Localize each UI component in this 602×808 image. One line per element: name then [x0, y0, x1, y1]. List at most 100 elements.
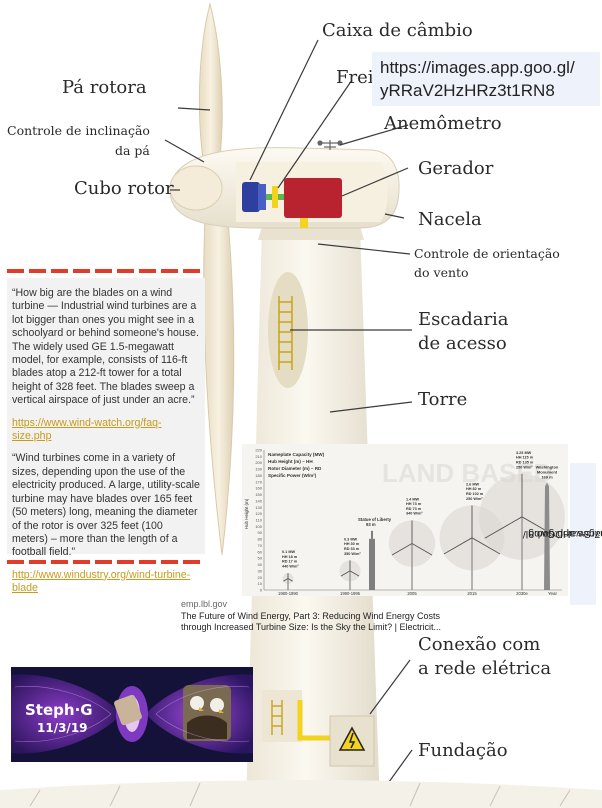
chart-y-tick-label-10: 100: [255, 524, 262, 529]
dashed-divider-top: [7, 269, 205, 273]
chart-turbine-label-4-3: 250 W/m²: [516, 465, 533, 469]
chart-turbine-label-0-1: HH 18 m: [282, 555, 298, 559]
chart-turbine-label-0-0: 0.1 MW: [282, 550, 295, 554]
chart-x-tick-label-1: 1990-1995: [340, 591, 361, 596]
quote-panel: “How big are the blades on a wind turbin…: [7, 278, 205, 594]
chart-y-tick-label-18: 180: [255, 473, 262, 478]
chart-turbine-label-2-3: 340 W/m²: [406, 512, 423, 516]
chart-monument-name-1: Washington: [536, 464, 559, 469]
label-access-stairs-1: Escadaria: [418, 309, 509, 330]
chart-turbine-label-3-1: HH 82 m: [466, 487, 482, 491]
leader-lines: [164, 39, 413, 801]
chart-turbine-label-3-2: RD 102 m: [466, 492, 484, 496]
chart-blade-0-2: [287, 578, 293, 582]
chart-legend-line-0: Nameplate Capacity (MW): [268, 452, 325, 457]
chart-turbine-label-0-2: RD 17 m: [282, 560, 298, 564]
access-ladder: [268, 272, 308, 388]
chart-turbine-label-1-3: 350 W/m²: [344, 552, 361, 556]
label-grid-connection-1: Conexão com: [418, 634, 541, 655]
chart-source[interactable]: emp.lbl.gov: [181, 599, 228, 609]
foundation: [0, 780, 602, 808]
chart-legend-line-2: Rotor Diameter (m) – RD: [268, 466, 322, 471]
chart-y-tick-label-1: 10: [258, 581, 263, 586]
chart-washington-monument: [544, 482, 550, 590]
steph-g-date: 11/3/19: [37, 721, 88, 735]
label-pitch-control-1: Controle de inclinação: [7, 123, 150, 138]
quote-1-link[interactable]: https://www.wind-watch.org/faq-size.php: [12, 416, 162, 443]
chart-blade-1-2: [349, 570, 360, 577]
chart-y-tick-label-0: 0: [260, 588, 263, 593]
rotor-blades: [198, 2, 235, 556]
chart-blade-2-2: [411, 543, 433, 556]
chart-turbine-label-4-0: 3.25 MW: [516, 451, 532, 455]
label-generator: Gerador: [418, 158, 494, 179]
chart-turbine-label-0-3: 440 W/m²: [282, 565, 299, 569]
image-link-side-line2: Bf3mYn7rSwaHDCwb8: [528, 528, 602, 540]
quote-2: “Wind turbines come in a variety of size…: [12, 452, 200, 559]
chart-y-tick-label-17: 170: [255, 479, 262, 484]
chart-y-tick-label-11: 110: [256, 518, 263, 523]
chart-turbine-label-3-3: 250 W/m²: [466, 497, 483, 501]
image-link-top[interactable]: https://images.app.goo.gl/ yRRaV2HzHRz3t…: [372, 52, 600, 106]
yaw-motor: [300, 218, 308, 228]
turbine-size-chart-svg: LAND BASED010203040506070809010011012013…: [242, 444, 568, 596]
gearbox-coupling: [258, 184, 266, 210]
chart-monument-height: 169 m: [541, 474, 553, 479]
chart-y-tick-label-13: 130: [255, 505, 262, 510]
chart-y-tick-label-12: 120: [255, 511, 262, 516]
chart-turbine-label-1-2: RD 33 m: [344, 547, 360, 551]
chart-y-tick-label-5: 50: [258, 556, 263, 561]
brake: [272, 186, 278, 208]
label-pitch-control-2: da pá: [115, 143, 150, 158]
image-link-side[interactable]: https://images.app.goo.gl/Bf3mYn7rSwaHDC…: [523, 463, 602, 605]
chart-turbine-label-2-0: 1.4 MW: [406, 497, 419, 501]
generator: [284, 178, 342, 218]
chart-y-tick-label-6: 60: [258, 549, 263, 554]
chart-y-tick-label-20: 200: [255, 460, 262, 465]
chart-blade-3-2: [471, 537, 501, 555]
chart-title-line2[interactable]: through Increased Turbine Size: Is the S…: [181, 622, 441, 632]
chart-statue-torch: [371, 530, 373, 539]
chart-y-tick-label-4: 40: [258, 562, 263, 567]
label-rotor-hub: Cubo rotor: [74, 178, 174, 199]
chart-blade-4-1: [484, 516, 523, 539]
steph-g-art: [11, 667, 253, 762]
chart-title-line1[interactable]: The Future of Wind Energy, Part 3: Reduc…: [181, 611, 440, 621]
chart-statue-height: 93 m: [366, 522, 376, 527]
chart-y-tick-label-19: 190: [255, 467, 262, 472]
chart-y-tick-label-7: 70: [258, 543, 263, 548]
label-gearbox: Caixa de câmbio: [322, 20, 473, 41]
gearbox: [242, 182, 260, 212]
anemometer: [317, 140, 343, 150]
chart-legend-line-1: Hub Height (m) – HH: [268, 459, 313, 464]
label-tower: Torre: [418, 389, 468, 410]
chart-turbine-label-3-0: 2.6 MW: [466, 482, 479, 486]
label-rotor-blade: Pá rotora: [62, 77, 147, 98]
chart-y-tick-label-2: 20: [258, 575, 263, 580]
chart-turbine-label-4-2: RD 135 m: [516, 460, 534, 464]
chart-y-tick-label-22: 220: [255, 448, 262, 453]
chart-blade-4-2: [521, 516, 560, 539]
image-link-top-line2: yRRaV2HzHRz3t1RN8: [380, 81, 555, 100]
steph-g-thumbnail: Steph·G 11/3/19: [11, 667, 253, 762]
label-yaw-control-1: Controle de orientação: [414, 246, 560, 261]
steph-g-name: Steph·G: [25, 701, 93, 719]
chart-turbine-label-2-1: HH 73 m: [406, 502, 422, 506]
chart-blade-0-1: [283, 578, 289, 582]
chart-x-tick-label-4: 2030e: [516, 591, 528, 596]
chart-y-tick-label-8: 80: [258, 537, 263, 542]
chart-x-axis-label: Year: [548, 591, 558, 596]
chart-turbine-label-1-0: 0.3 MW: [344, 537, 357, 541]
quote-2-link[interactable]: http://www.windustry.org/wind-turbine-bl…: [12, 568, 191, 595]
chart-x-tick-label-0: 1980-1990: [278, 591, 299, 596]
chart-y-tick-label-16: 160: [255, 486, 262, 491]
chart-blade-3-1: [443, 537, 473, 555]
dashed-divider-bottom: [7, 560, 205, 564]
label-foundation: Fundação: [418, 740, 508, 761]
label-access-stairs-2: de acesso: [418, 333, 507, 354]
rotor-hub: [169, 165, 223, 211]
chart-blade-1-1: [340, 570, 351, 577]
chart-y-tick-label-9: 90: [258, 530, 263, 535]
